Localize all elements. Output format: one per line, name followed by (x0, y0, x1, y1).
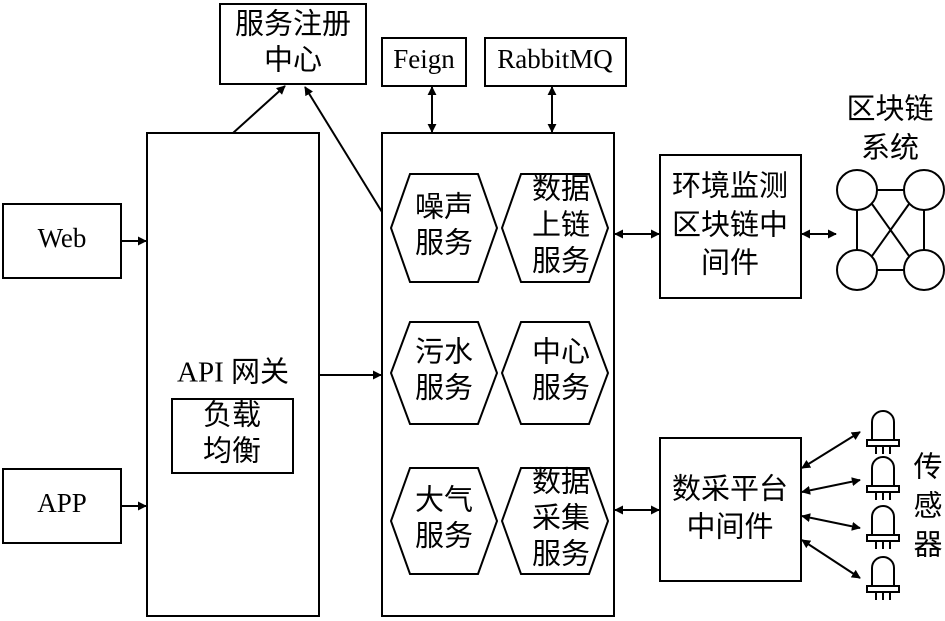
arrow-services-to-registry (304, 86, 383, 213)
load-balance-label-line1: 负载 (203, 399, 261, 432)
air-service-label-line2: 服务 (415, 520, 473, 553)
noise-service-label-line1: 噪声 (415, 191, 473, 224)
sewage-service-label-line1: 污水 (415, 336, 473, 369)
sensor-icon (866, 505, 900, 549)
feign-label: Feign (393, 44, 455, 74)
sewage-service-hexagon: 污水 服务 (389, 321, 499, 425)
center-service-hexagon: 中心 服务 (500, 321, 610, 425)
sensors-label-line3: 器 (913, 530, 942, 562)
service-registry-label-line1: 服务注册 (235, 8, 351, 41)
api-gateway-label: API 网关 (177, 356, 289, 389)
sensors-label-line1: 传 (913, 451, 942, 484)
sewage-service-label-line2: 服务 (415, 372, 473, 405)
arrow-gateway-to-registry (232, 85, 286, 134)
env-blockchain-middleware-box: 环境监测 区块链中 间件 (659, 154, 802, 299)
blockchain-network-icon (836, 169, 945, 291)
api-gateway-box: API 网关 负载 均衡 (146, 132, 320, 617)
air-service-hexagon: 大气 服务 (389, 467, 499, 575)
rabbitmq-box: RabbitMQ (484, 37, 627, 87)
sensor-icon (866, 410, 900, 454)
noise-service-hexagon: 噪声 服务 (389, 173, 499, 283)
service-registry-label-line2: 中心 (264, 44, 322, 77)
sensor-icon (866, 556, 900, 600)
air-service-label-line1: 大气 (415, 484, 473, 517)
service-registry-box: 服务注册 中心 (219, 3, 367, 85)
app-client-box: APP (2, 468, 122, 544)
load-balance-label-line2: 均衡 (203, 435, 261, 468)
data-chain-service-label-line2: 上链 (532, 209, 590, 242)
web-client-box: Web (2, 203, 122, 279)
data-platform-middleware-box: 数采平台 中间件 (659, 437, 802, 582)
data-platform-label-line1: 数采平台 (672, 473, 788, 506)
web-label: Web (38, 223, 87, 253)
data-collect-service-label-line2: 采集 (532, 502, 590, 535)
env-middleware-label-line3: 间件 (701, 247, 759, 280)
data-collect-service-hexagon: 数据 采集 服务 (500, 466, 610, 575)
arrow-data-platform-sensor-3 (801, 513, 861, 531)
load-balance-box (171, 398, 294, 474)
arrow-data-platform-sensor-2 (801, 477, 861, 495)
data-chain-service-hexagon: 数据 上链 服务 (500, 173, 610, 283)
data-chain-service-label-line1: 数据 (532, 173, 590, 206)
sensor-icon (866, 456, 900, 500)
env-middleware-label-line1: 环境监测 (672, 170, 788, 203)
sensors-label-line2: 感 (913, 490, 942, 523)
data-platform-label-line2: 中间件 (686, 511, 773, 544)
blockchain-system-label-line1: 区块链 (846, 93, 933, 126)
blockchain-system-label-line2: 系统 (861, 132, 919, 165)
center-service-label-line2: 服务 (532, 372, 590, 405)
arrow-data-platform-sensor-1 (801, 431, 861, 469)
rabbitmq-label: RabbitMQ (497, 44, 613, 74)
arrow-data-platform-sensor-4 (801, 539, 861, 579)
data-chain-service-label-line3: 服务 (532, 245, 590, 278)
feign-box: Feign (381, 37, 467, 87)
noise-service-label-line2: 服务 (415, 227, 473, 260)
data-collect-service-label-line1: 数据 (532, 466, 590, 499)
center-service-label-line1: 中心 (532, 336, 590, 369)
data-collect-service-label-line3: 服务 (532, 538, 590, 571)
env-middleware-label-line2: 区块链中 (672, 209, 788, 242)
app-label: APP (37, 488, 87, 518)
